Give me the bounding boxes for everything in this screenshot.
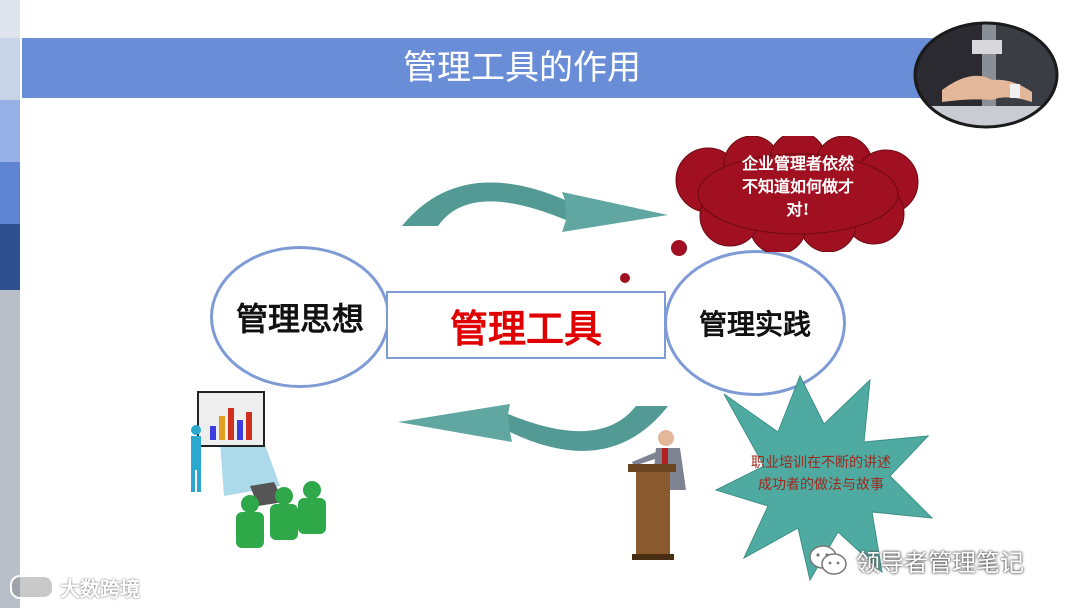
- watermark-left: 大数跨境: [10, 572, 150, 602]
- watermark-right: 领导者管理笔记: [808, 540, 1058, 580]
- node-management-thought: 管理思想: [210, 246, 390, 388]
- sidebar-stripe: [0, 0, 20, 38]
- title-banner: [22, 38, 1022, 98]
- thought-dot: [620, 273, 630, 283]
- thought-bubble-text: 企业管理者依然 不知道如何做才 对!: [700, 152, 896, 221]
- watermark-left-text: 大数跨境: [60, 576, 140, 601]
- watermark-right-text: 领导者管理笔记: [856, 548, 1024, 577]
- cycle-arrows: [398, 182, 668, 451]
- thought-dot: [671, 240, 687, 256]
- brand-logo-icon: [10, 575, 54, 599]
- speaker-podium-clipart: [628, 430, 686, 560]
- node-management-tools: 管理工具: [386, 291, 666, 359]
- page-title: 管理工具的作用: [403, 48, 641, 88]
- thought-line: 对!: [786, 200, 810, 219]
- sidebar-stripe: [0, 162, 20, 224]
- star-line: 成功者的做法与故事: [758, 477, 884, 493]
- thought-line: 不知道如何做才: [741, 177, 854, 196]
- star-burst: [714, 374, 934, 582]
- thought-line: 企业管理者依然: [741, 154, 854, 173]
- node-label: 管理实践: [698, 308, 811, 341]
- node-management-practice: 管理实践: [664, 250, 846, 396]
- thought-cloud: [675, 136, 919, 252]
- sidebar-stripe: [0, 290, 20, 608]
- sidebar-stripe: [0, 38, 20, 100]
- sidebar-stripe: [0, 100, 20, 162]
- sidebar-stripe: [0, 224, 20, 290]
- node-label: 管理工具: [449, 306, 602, 351]
- star-line: 职业培训在不断的讲述: [751, 455, 891, 471]
- handshake-photo: [912, 20, 1060, 130]
- star-callout-text: 职业培训在不断的讲述 成功者的做法与故事: [726, 452, 916, 496]
- node-label: 管理思想: [235, 300, 364, 338]
- presentation-clipart: [191, 391, 326, 548]
- wechat-icon: [809, 545, 847, 575]
